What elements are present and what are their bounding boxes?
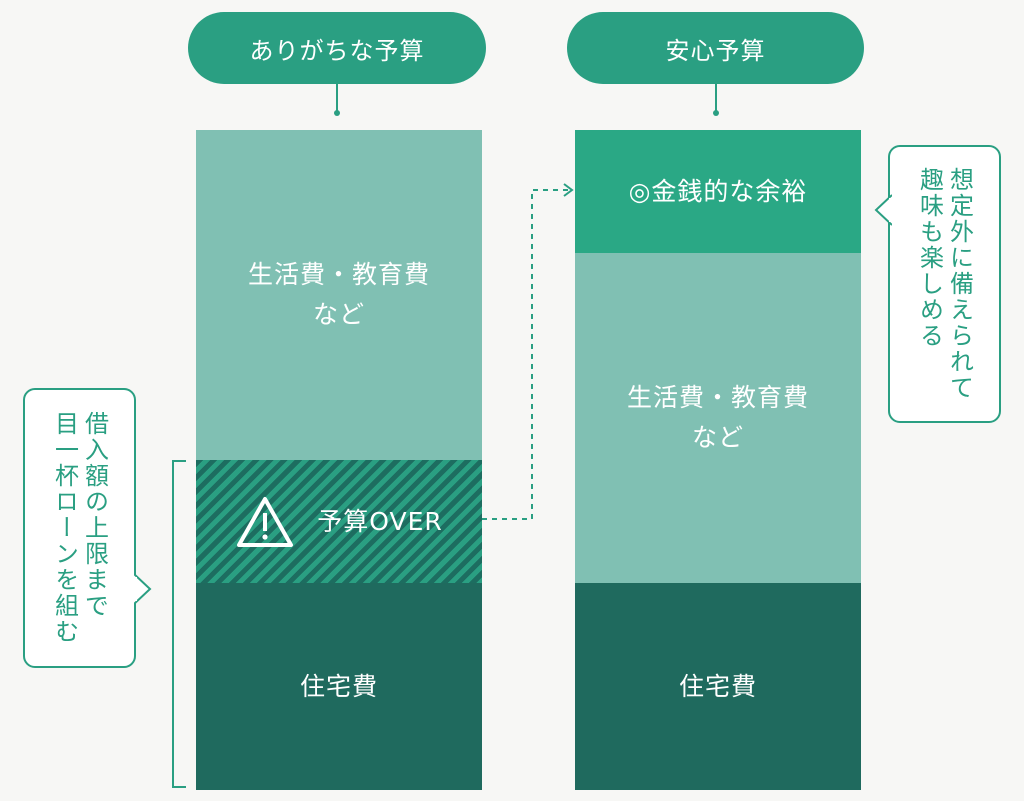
left-header-pill: ありがちな予算 (188, 12, 486, 84)
right-living-line1: 生活費・教育費 (626, 383, 809, 412)
over-label: 予算OVER (317, 506, 443, 536)
right-living-line2: など (691, 423, 744, 452)
warning-triangle-icon (237, 496, 294, 547)
left-living-line2: など (312, 300, 365, 329)
left-living-block: 生活費・教育費 など (196, 130, 482, 460)
left-bracket (172, 460, 186, 788)
left-living-line1: 生活費・教育費 (247, 260, 430, 289)
left-header-title: ありがちな予算 (249, 36, 425, 65)
right-header-pill: 安心予算 (567, 12, 864, 84)
dashed-arrow-icon (482, 183, 574, 520)
left-housing-block: 住宅費 (196, 583, 482, 790)
left-over-block: 予算OVER (196, 460, 482, 583)
right-housing-label: 住宅費 (678, 671, 757, 701)
right-header-stem (715, 84, 717, 114)
right-header-stem-dot (713, 110, 719, 116)
right-margin-block: ◎金銭的な余裕 (575, 130, 861, 253)
right-header-title: 安心予算 (665, 36, 766, 65)
left-note-box: 借入額の上限まで 目一杯ローンを組む (23, 388, 136, 668)
right-margin-label: ◎金銭的な余裕 (628, 176, 808, 206)
left-housing-label: 住宅費 (299, 671, 378, 701)
left-header-stem-dot (334, 110, 340, 116)
right-housing-block: 住宅費 (575, 583, 861, 790)
left-note-tail (134, 573, 152, 605)
right-note-tail (874, 194, 892, 226)
right-note-box: 想定外に備えられて 趣味も楽しめる (888, 145, 1001, 423)
left-note-text: 借入額の上限まで 目一杯ローンを組む (50, 411, 109, 645)
right-note-text: 想定外に備えられて 趣味も楽しめる (915, 167, 974, 401)
right-living-block: 生活費・教育費 など (575, 253, 861, 583)
left-header-stem (336, 84, 338, 114)
